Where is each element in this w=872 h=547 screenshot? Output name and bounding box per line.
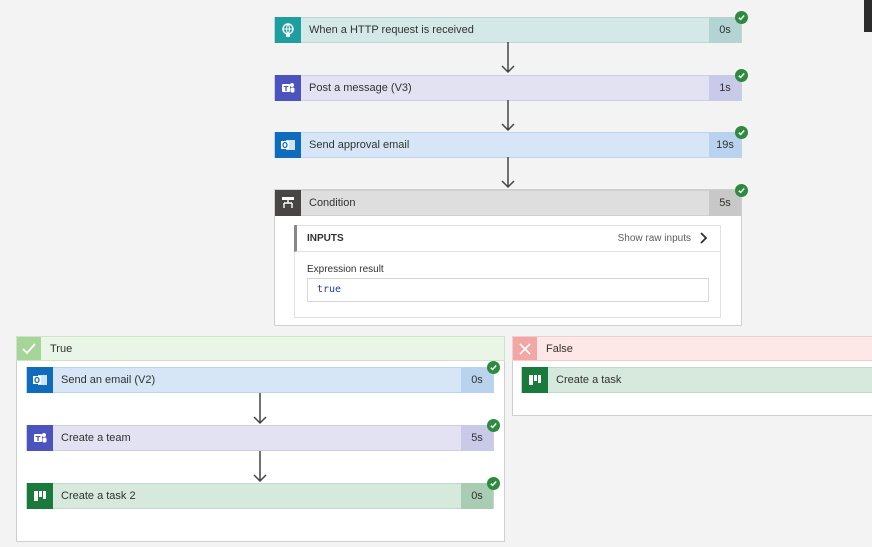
expression-result-value: true bbox=[317, 284, 342, 295]
scrollbar-fragment bbox=[864, 0, 872, 32]
step-send-approval-email[interactable]: Send approval email 19s bbox=[274, 132, 742, 158]
chevron-right-icon[interactable] bbox=[699, 232, 709, 244]
success-check-icon bbox=[735, 126, 748, 139]
teams-icon: T bbox=[27, 425, 53, 451]
step-label: Send approval email bbox=[309, 139, 410, 151]
flow-arrow-icon bbox=[253, 451, 267, 483]
inputs-panel bbox=[294, 225, 721, 318]
step-create-task[interactable]: Create a task bbox=[521, 367, 872, 393]
success-check-icon bbox=[487, 361, 500, 374]
false-branch-header[interactable]: False bbox=[512, 336, 872, 361]
step-label: Create a task bbox=[556, 374, 622, 386]
step-label: Post a message (V3) bbox=[309, 82, 412, 94]
success-check-icon bbox=[735, 11, 748, 24]
checkmark-icon bbox=[17, 337, 41, 360]
step-create-team[interactable]: T Create a team 5s bbox=[26, 425, 494, 451]
flow-arrow-icon bbox=[501, 100, 515, 132]
flow-arrow-icon bbox=[501, 157, 515, 189]
condition-icon bbox=[275, 190, 301, 216]
globe-icon bbox=[275, 17, 301, 43]
false-branch-label: False bbox=[546, 343, 573, 355]
close-icon bbox=[513, 337, 537, 360]
expression-result-label: Expression result bbox=[307, 264, 384, 275]
step-condition[interactable]: Condition 5s bbox=[274, 190, 742, 216]
success-check-icon bbox=[735, 184, 748, 197]
svg-text:T: T bbox=[36, 435, 41, 443]
step-http-request[interactable]: When a HTTP request is received 0s bbox=[274, 17, 742, 43]
svg-text:T: T bbox=[284, 85, 289, 93]
expression-result-box: true bbox=[307, 278, 709, 302]
step-send-email-v2[interactable]: Send an email (V2) 0s bbox=[26, 367, 494, 393]
step-label: Create a task 2 bbox=[61, 490, 136, 502]
step-label: When a HTTP request is received bbox=[309, 24, 474, 36]
success-check-icon bbox=[487, 419, 500, 432]
teams-icon: T bbox=[275, 75, 301, 101]
planner-icon bbox=[27, 483, 53, 509]
planner-icon bbox=[522, 367, 548, 393]
flow-arrow-icon bbox=[253, 393, 267, 425]
outlook-icon bbox=[27, 367, 53, 393]
outlook-icon bbox=[275, 132, 301, 158]
flow-arrow-icon bbox=[501, 42, 515, 74]
true-branch-header[interactable]: True bbox=[16, 336, 505, 361]
inputs-header[interactable]: INPUTS Show raw inputs bbox=[294, 225, 721, 252]
step-post-message[interactable]: T Post a message (V3) 1s bbox=[274, 75, 742, 101]
step-label: Condition bbox=[309, 197, 356, 209]
show-raw-inputs-link[interactable]: Show raw inputs bbox=[617, 233, 691, 244]
step-label: Send an email (V2) bbox=[61, 374, 156, 386]
success-check-icon bbox=[735, 69, 748, 82]
success-check-icon bbox=[487, 477, 500, 490]
true-branch-label: True bbox=[50, 343, 73, 355]
step-label: Create a team bbox=[61, 432, 131, 444]
step-create-task-2[interactable]: Create a task 2 0s bbox=[26, 483, 494, 509]
inputs-title: INPUTS bbox=[307, 233, 344, 244]
